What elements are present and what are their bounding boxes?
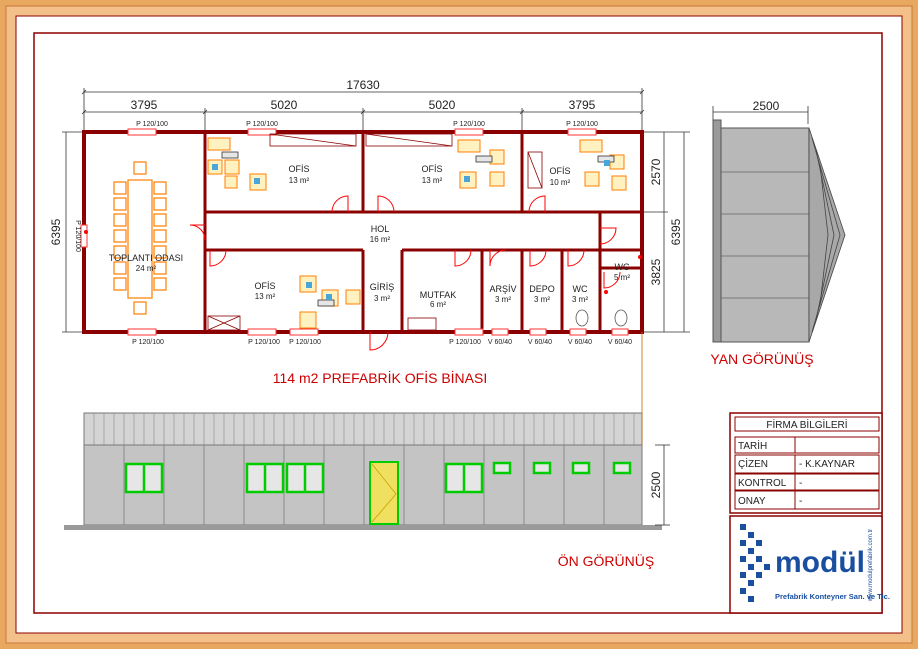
plan-title: 114 m2 PREFABRİK OFİS BİNASI — [273, 369, 487, 386]
room-wc-2-name: WC — [615, 262, 630, 272]
room-office-1-area: 13 m² — [289, 176, 310, 185]
window-label-top-3: P 120/100 — [453, 121, 485, 128]
window-label-top-4: P 120/100 — [566, 121, 598, 128]
dim-total-width: 17630 — [346, 78, 380, 92]
door-wc-1 — [567, 249, 585, 267]
room-hall-name: HOL — [371, 224, 390, 234]
room-meeting-name: TOPLANTI ODASI — [109, 253, 183, 263]
room-office-4-name: OFİS — [254, 281, 275, 291]
door-office-5 — [209, 249, 227, 267]
door-office-4 — [528, 195, 546, 213]
title-block-header: FİRMA BİLGİLERİ — [766, 418, 847, 431]
window-label-bottom-5: V 60/40 — [488, 339, 512, 346]
door-wc-2 — [599, 227, 617, 245]
front-vent-2 — [532, 461, 552, 475]
right-dimensions — [642, 131, 690, 333]
room-office-2-area: 13 m² — [422, 176, 443, 185]
window-top-2 — [247, 128, 277, 136]
window-top-1 — [127, 128, 157, 136]
room-kitchen-area: 6 m² — [430, 300, 446, 309]
dim-right-bottom: 3825 — [649, 258, 663, 285]
room-entrance-name: GİRİŞ — [370, 282, 395, 292]
front-vent-3 — [571, 461, 591, 475]
dim-side-width: 2500 — [753, 99, 780, 113]
room-office-1-name: OFİS — [288, 164, 309, 174]
dim-right-top: 2570 — [649, 158, 663, 185]
door-entrance — [369, 331, 389, 351]
window-label-top-2: P 120/100 — [246, 121, 278, 128]
front-view: 2500 ÖN GÖRÜNÜŞ — [64, 332, 670, 569]
window-left — [80, 224, 88, 248]
door-depot — [529, 249, 547, 267]
room-kitchen-name: MUTFAK — [420, 290, 457, 300]
front-view-title: ÖN GÖRÜNÜŞ — [558, 552, 654, 569]
dim-segment-2: 5020 — [271, 98, 298, 112]
door-kitchen — [454, 249, 472, 267]
window-top-3 — [454, 128, 484, 136]
title-block-label-check: KONTROL — [738, 478, 787, 489]
window-label-top-1: P 120/100 — [136, 121, 168, 128]
room-office-2-name: OFİS — [421, 164, 442, 174]
floor-plan: P 120/100 P 120/100 P 120/100 P 120/100 … — [74, 121, 644, 351]
room-office-3-area: 10 m² — [550, 178, 571, 187]
room-wc-1-area: 3 m² — [572, 295, 588, 304]
window-label-bottom-2: P 120/100 — [248, 339, 280, 346]
dim-left-height: 6395 — [49, 218, 63, 245]
dim-segment-1: 3795 — [131, 98, 158, 112]
logo-tagline: Prefabrik Konteyner San. ve Tic. — [775, 592, 890, 601]
door-archive — [489, 249, 507, 267]
dim-right-height: 6395 — [669, 218, 683, 245]
front-door — [369, 461, 399, 525]
window-label-bottom-7: V 60/40 — [568, 339, 592, 346]
door-office-2 — [331, 195, 349, 213]
room-archive-name: ARŞİV — [489, 284, 516, 294]
window-top-4 — [567, 128, 597, 136]
room-meeting-area: 24 m² — [136, 264, 157, 273]
meeting-table — [113, 161, 167, 315]
side-view-title: YAN GÖRÜNÜŞ — [710, 350, 813, 367]
left-dimension — [62, 131, 84, 333]
top-dimensions — [81, 88, 645, 132]
side-view: 2500 YAN GÖRÜNÜŞ — [710, 99, 846, 367]
window-label-bottom-1: P 120/100 — [132, 339, 164, 346]
room-office-3-name: OFİS — [549, 166, 570, 176]
office-furniture — [207, 133, 628, 331]
title-block-label-drawn: ÇİZEN — [738, 457, 768, 470]
logo-brand: modül — [775, 546, 865, 579]
window-label-bottom-4: P 120/100 — [449, 339, 481, 346]
window-label-bottom-6: V 60/40 — [528, 339, 552, 346]
window-label-left: P 120/100 — [74, 220, 81, 252]
door-office-3 — [377, 195, 395, 213]
dim-front-height: 2500 — [649, 471, 663, 498]
room-entrance-area: 3 m² — [374, 294, 390, 303]
title-block: FİRMA BİLGİLERİ TARİH ÇİZEN - K.KAYNAR K… — [729, 412, 883, 514]
room-office-4-area: 13 m² — [255, 292, 276, 301]
window-label-bottom-8: V 60/40 — [608, 339, 632, 346]
dim-segment-4: 3795 — [569, 98, 596, 112]
room-archive-area: 3 m² — [495, 295, 511, 304]
title-block-value-drawn: - K.KAYNAR — [799, 459, 855, 470]
title-block-label-date: TARİH — [738, 439, 767, 452]
company-logo: modül Prefabrik Konteyner San. ve Tic. w… — [729, 515, 890, 614]
window-label-bottom-3: P 120/100 — [289, 339, 321, 346]
title-block-value-check: - — [799, 478, 802, 489]
title-block-value-approve: - — [799, 496, 802, 507]
room-depot-area: 3 m² — [534, 295, 550, 304]
room-depot-name: DEPO — [529, 284, 555, 294]
logo-web: www.modulprefabrik.com.tr — [868, 529, 874, 602]
front-vent-1 — [492, 461, 512, 475]
room-wc-2-area: 5 m² — [614, 273, 630, 282]
dim-segment-3: 5020 — [429, 98, 456, 112]
door-meeting — [189, 224, 206, 241]
room-hall-area: 16 m² — [370, 235, 391, 244]
front-vent-4 — [612, 461, 632, 475]
title-block-label-approve: ONAY — [738, 496, 766, 507]
room-wc-1-name: WC — [573, 284, 588, 294]
